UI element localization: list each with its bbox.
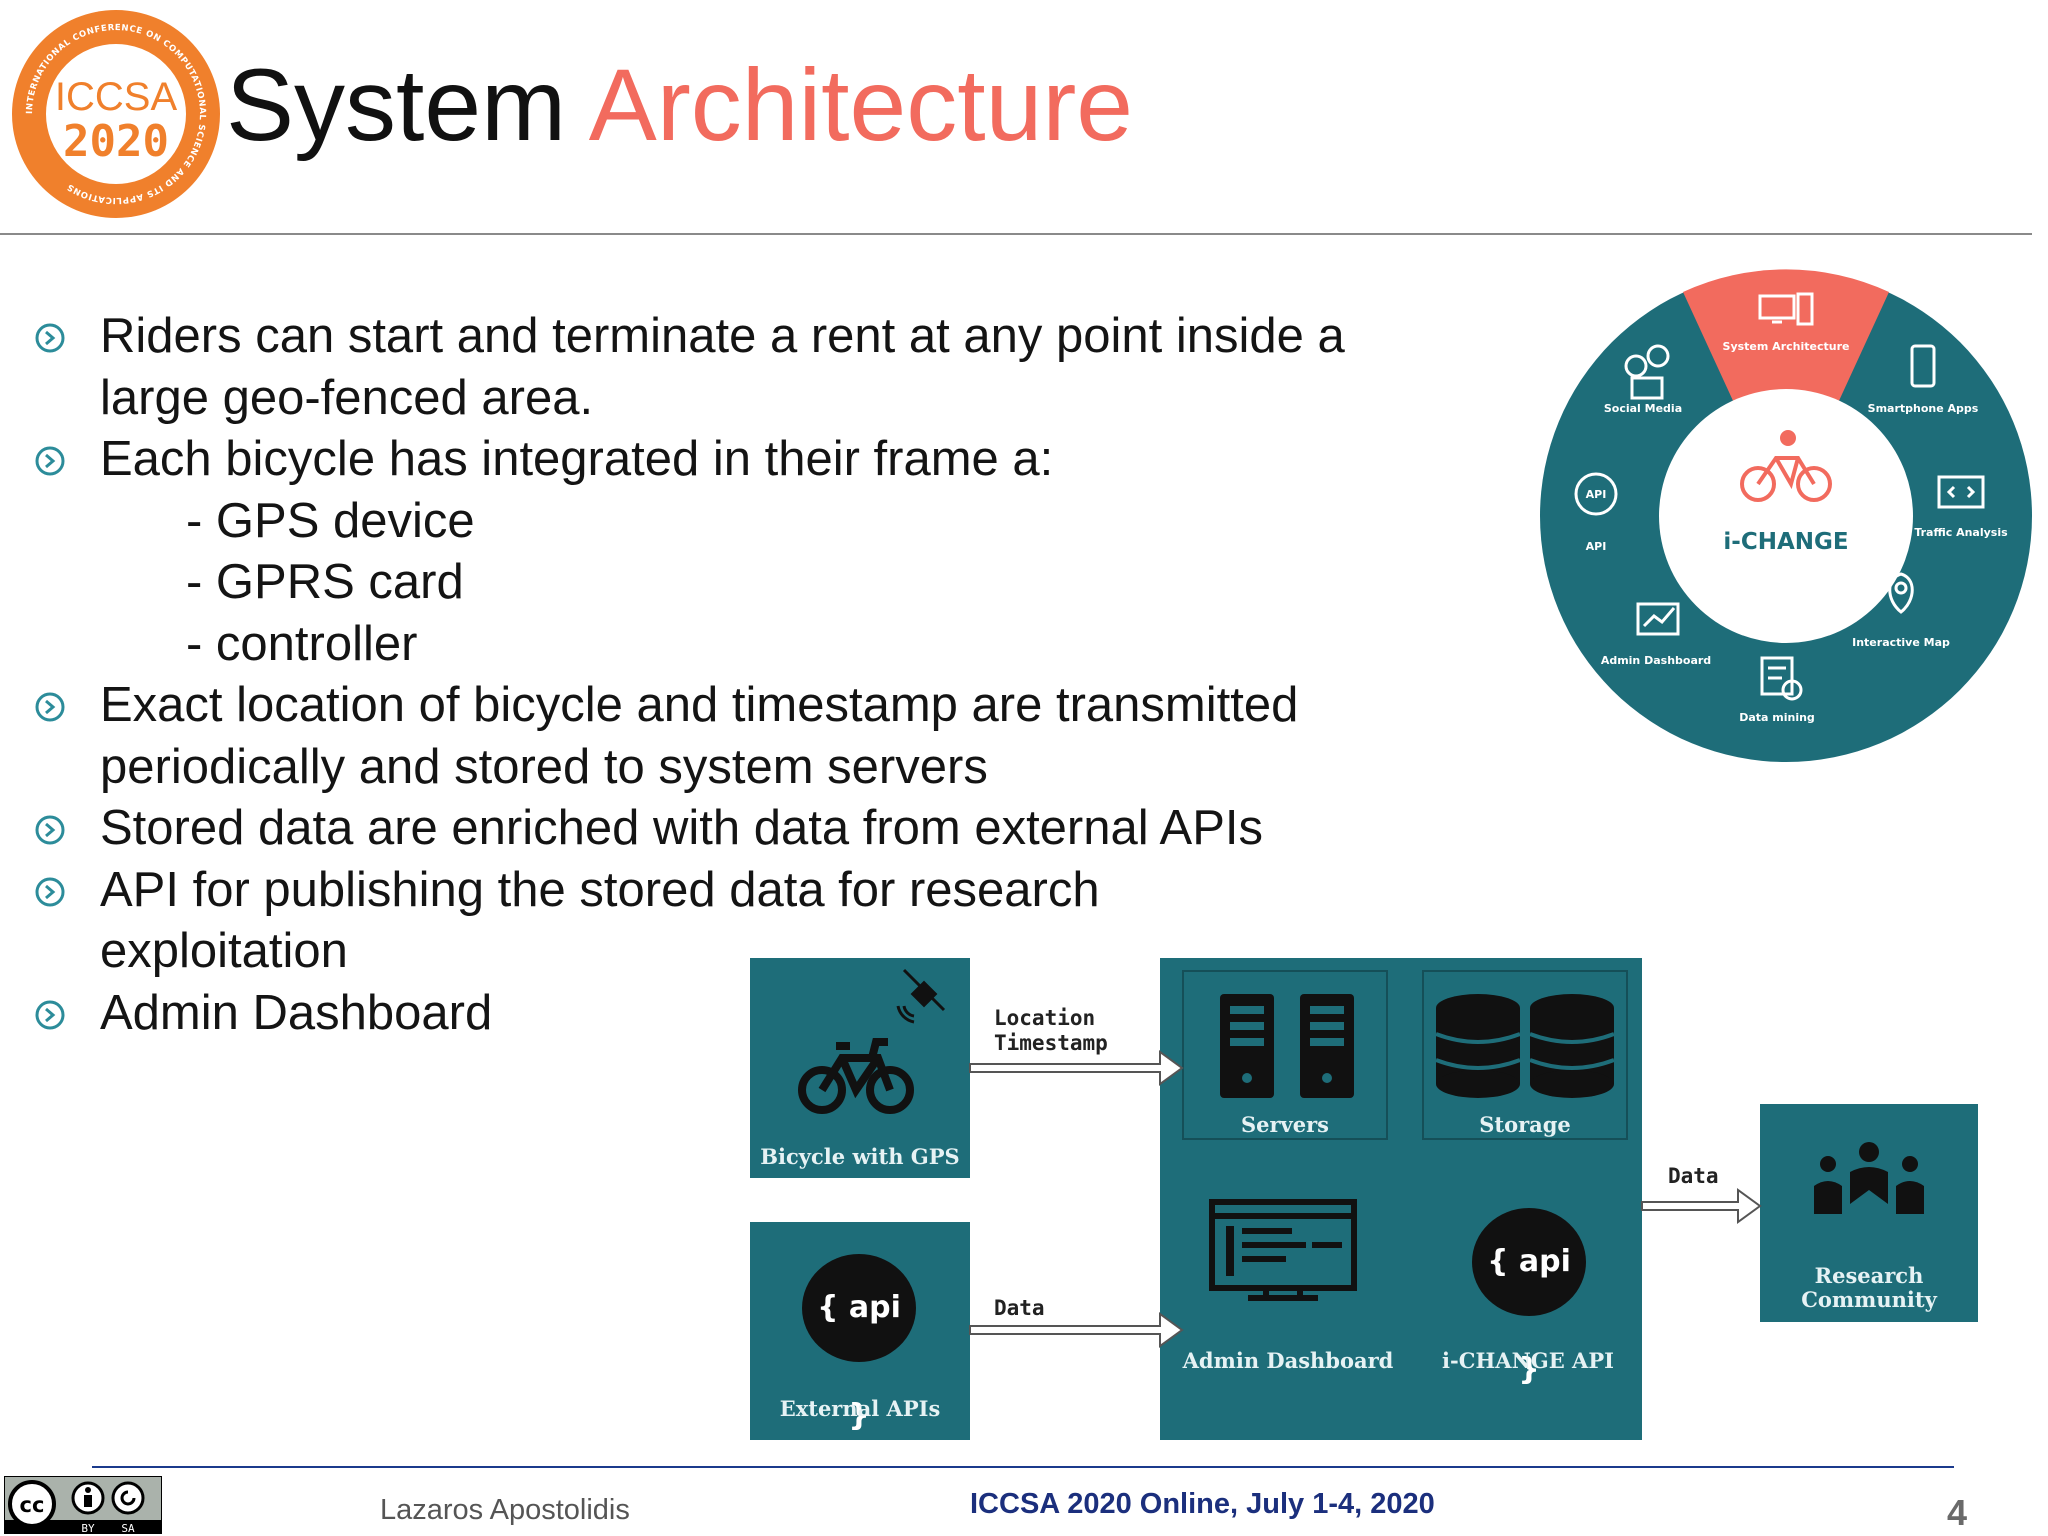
segment-label: API [1586,540,1607,553]
bicycle-gps-panel: Bicycle with GPS [750,958,970,1178]
arrow-location [969,1050,1184,1086]
api-icon: { api } [1472,1208,1586,1387]
sub-item: - GPRS card [186,555,464,609]
arrow-data-external [969,1312,1184,1348]
bullet-item: Stored data are enriched with data from … [30,798,1450,860]
bullet-item: Admin Dashboard [30,983,1450,1045]
bicycle-gps-label: Bicycle with GPS [760,1144,960,1169]
servers-box: Servers [1182,970,1388,1140]
research-community-label: Research Community [1801,1263,1937,1312]
api-icon: { api } [802,1254,916,1433]
servers-label: Servers [1240,1112,1330,1137]
cc-icon: cc [20,1493,45,1517]
code-icon [1937,475,1985,509]
external-apis-label: External APIs [779,1396,941,1421]
sub-item: - GPS device [186,493,475,548]
ring-center-label: i-CHANGE [1723,529,1848,555]
bullet-marker-icon [35,1000,65,1029]
map-pin-icon [1888,572,1914,614]
segment-label: Social Media [1604,402,1682,415]
research-community-panel: Research Community [1760,1104,1978,1322]
segment-label: Admin Dashboard [1601,654,1711,667]
svg-text:API: API [1586,488,1607,501]
arrow-data-research [1641,1188,1762,1224]
bullet-marker-icon [35,877,65,906]
bullet-text: Stored data are enriched with data from … [100,801,1264,855]
segment-label: Traffic Analysis [1914,526,2008,539]
page-number: 4 [1947,1492,1968,1533]
data-mining-icon [1760,656,1803,701]
storage-box: Storage [1422,970,1628,1140]
external-apis-panel: { api } External APIs [750,1222,970,1440]
slide-title: System Architecture [226,50,1133,160]
bullet-item: Riders can start and terminate a rent at… [30,306,1450,429]
data-label-external: Data [994,1296,1045,1320]
bullet-list: Riders can start and terminate a rent at… [30,306,1450,1044]
bullet-text: Each bicycle has integrated in their fra… [100,432,1054,486]
segment-label: Interactive Map [1852,636,1950,649]
sa-icon [120,1490,136,1506]
bullet-marker-icon [35,815,65,845]
smartphone-icon [1910,344,1936,388]
sub-item: - controller [186,616,418,671]
flow-arrows [969,1050,1762,1348]
admin-dashboard-label: Admin Dashboard [1182,1348,1394,1373]
bullet-marker-icon [35,446,65,476]
ichange-api-label: i-CHANGE API [1442,1348,1614,1373]
data-label-research: Data [1668,1164,1719,1188]
bullet-marker-icon [35,323,65,353]
ichange-ring-diagram: i-CHANGE System Architecture Smartphone … [1540,269,2032,762]
bullet-text: Admin Dashboard [100,985,493,1040]
system-panel: Servers Storage { api } Admin Dashboard … [1160,958,1642,1440]
cc-license-badge: cc BY SA [4,1476,162,1534]
api-icon: API [1574,472,1618,516]
database-icon [1435,994,1615,1098]
bullet-marker-icon [35,692,65,722]
footer-author: Lazaros Apostolidis [380,1494,630,1526]
ring-center [1659,389,1913,643]
bullet-text: Exact location of bicycle and timestamp … [100,678,1299,794]
bicycle-icon [1740,430,1832,502]
title-part-1: System [226,48,567,162]
satellite-icon [896,968,946,1024]
monitor-icon [1758,292,1814,326]
segment-label: Data mining [1739,711,1815,724]
title-part-2: Architecture [588,48,1134,162]
bullet-item: Exact location of bicycle and timestamp … [30,675,1450,798]
segment-label: System Architecture [1723,340,1850,353]
bullet-text: Riders can start and terminate a rent at… [100,309,1345,425]
segment-label: Smartphone Apps [1868,402,1979,415]
admin-monitor-icon [1209,1199,1357,1301]
conference-logo: INTERNATIONAL CONFERENCE ON COMPUTATIONA… [12,10,220,218]
dashboard-icon [1636,602,1680,636]
bullet-item: Each bicycle has integrated in their fra… [30,429,1450,675]
server-icon [1220,994,1354,1098]
bicycle-icon [798,1038,914,1114]
logo-line2: 2020 [63,116,169,167]
location-timestamp-label: Location Timestamp [994,1006,1108,1055]
storage-label: Storage [1479,1112,1571,1137]
bullet-item: API for publishing the stored data for r… [30,860,1190,983]
header-divider [0,233,2032,235]
cc-by-label: BY [81,1522,95,1534]
footer-divider [92,1466,1954,1468]
cc-sa-label: SA [121,1522,135,1534]
logo-line1: ICCSA [55,75,178,119]
bullet-text: API for publishing the stored data for r… [100,862,1100,979]
social-media-icon [1624,344,1670,400]
by-icon [85,1487,91,1493]
footer-conference: ICCSA 2020 Online, July 1-4, 2020 [970,1488,1435,1520]
community-icon [1814,1142,1924,1214]
